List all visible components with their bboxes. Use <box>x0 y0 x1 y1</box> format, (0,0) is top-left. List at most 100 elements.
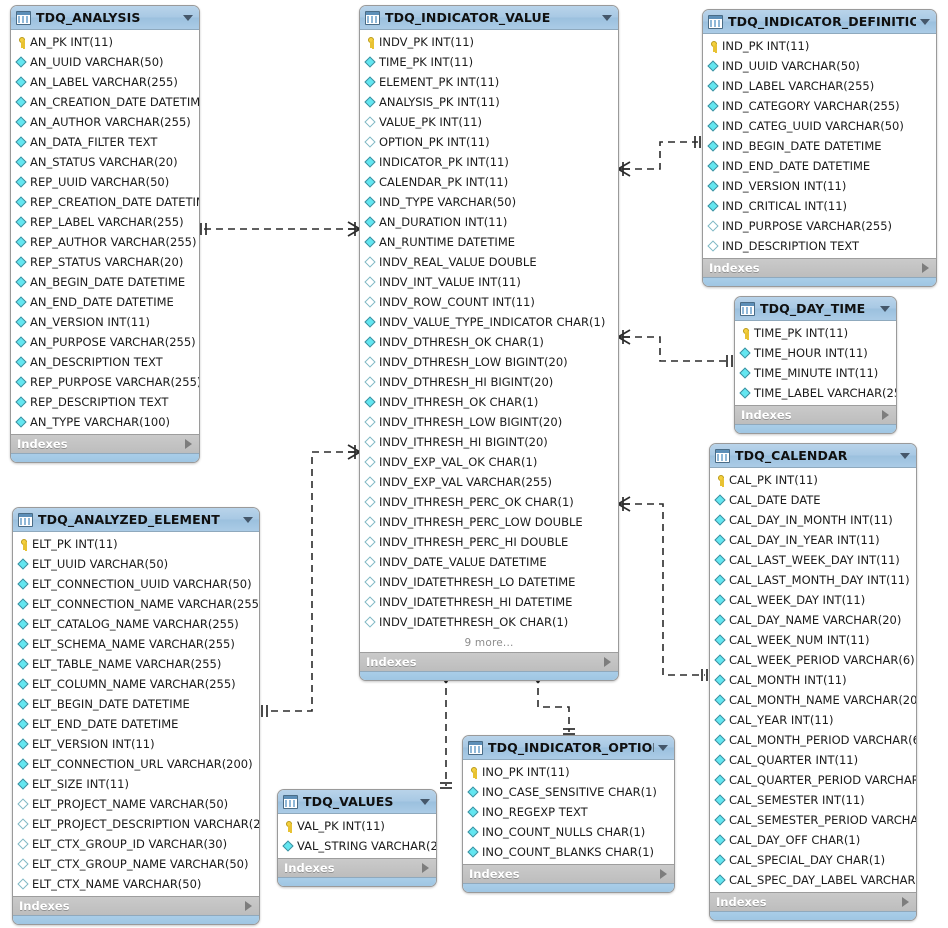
table-column-row[interactable]: INDV_ITHRESH_OK CHAR(1) <box>360 392 618 412</box>
table-column-row[interactable]: INDV_ITHRESH_LOW BIGINT(20) <box>360 412 618 432</box>
table-column-row[interactable]: INDV_DTHRESH_HI BIGINT(20) <box>360 372 618 392</box>
table-column-row[interactable]: CAL_SEMESTER_PERIOD VARCHAR(6) <box>710 810 916 830</box>
table-column-row[interactable]: AN_UUID VARCHAR(50) <box>11 52 199 72</box>
indexes-section-tdq-day-time[interactable]: Indexes <box>735 405 896 424</box>
chevron-right-icon[interactable] <box>660 869 667 879</box>
table-column-row[interactable]: INDV_ITHRESH_PERC_OK CHAR(1) <box>360 492 618 512</box>
chevron-down-icon[interactable] <box>602 14 612 21</box>
table-column-row[interactable]: CAL_SPEC_DAY_LABEL VARCHAR(50) <box>710 870 916 890</box>
table-column-row[interactable]: AN_PK INT(11) <box>11 32 199 52</box>
table-column-row[interactable]: ELT_PROJECT_NAME VARCHAR(50) <box>13 794 259 814</box>
chevron-down-icon[interactable] <box>920 18 930 25</box>
table-column-row[interactable]: IND_CATEGORY VARCHAR(255) <box>703 96 936 116</box>
table-column-row[interactable]: CAL_SEMESTER INT(11) <box>710 790 916 810</box>
table-column-row[interactable]: INDV_DTHRESH_LOW BIGINT(20) <box>360 352 618 372</box>
table-column-row[interactable]: ELT_TABLE_NAME VARCHAR(255) <box>13 654 259 674</box>
table-column-row[interactable]: VAL_PK INT(11) <box>278 816 436 836</box>
table-column-row[interactable]: CALENDAR_PK INT(11) <box>360 172 618 192</box>
table-header-tdq-values[interactable]: TDQ_VALUES <box>278 790 436 814</box>
table-column-row[interactable]: ELT_CTX_NAME VARCHAR(50) <box>13 874 259 894</box>
table-column-row[interactable]: TIME_PK INT(11) <box>735 323 896 343</box>
table-column-row[interactable]: INDV_REAL_VALUE DOUBLE <box>360 252 618 272</box>
table-column-row[interactable]: CAL_YEAR INT(11) <box>710 710 916 730</box>
chevron-right-icon[interactable] <box>922 263 929 273</box>
table-column-row[interactable]: CAL_WEEK_DAY INT(11) <box>710 590 916 610</box>
table-column-row[interactable]: INDV_DATE_VALUE DATETIME <box>360 552 618 572</box>
table-column-row[interactable]: AN_TYPE VARCHAR(100) <box>11 412 199 432</box>
table-column-row[interactable]: CAL_LAST_MONTH_DAY INT(11) <box>710 570 916 590</box>
table-header-tdq-indicator-options[interactable]: TDQ_INDICATOR_OPTIONS <box>463 736 674 760</box>
table-column-row[interactable]: IND_LABEL VARCHAR(255) <box>703 76 936 96</box>
table-column-row[interactable]: ELT_UUID VARCHAR(50) <box>13 554 259 574</box>
table-column-row[interactable]: IND_CRITICAL INT(11) <box>703 196 936 216</box>
indexes-section-tdq-analyzed-element[interactable]: Indexes <box>13 896 259 915</box>
table-column-row[interactable]: CAL_DAY_OFF CHAR(1) <box>710 830 916 850</box>
table-column-row[interactable]: INDV_VALUE_TYPE_INDICATOR CHAR(1) <box>360 312 618 332</box>
indexes-section-tdq-indicator-value[interactable]: Indexes <box>360 652 618 671</box>
table-column-row[interactable]: AN_VERSION INT(11) <box>11 312 199 332</box>
table-column-row[interactable]: AN_DURATION INT(11) <box>360 212 618 232</box>
chevron-down-icon[interactable] <box>900 452 910 459</box>
table-column-row[interactable]: INDV_PK INT(11) <box>360 32 618 52</box>
table-column-row[interactable]: ELT_BEGIN_DATE DATETIME <box>13 694 259 714</box>
table-column-row[interactable]: ELT_CTX_GROUP_ID VARCHAR(30) <box>13 834 259 854</box>
table-column-row[interactable]: AN_DESCRIPTION TEXT <box>11 352 199 372</box>
table-column-row[interactable]: REP_UUID VARCHAR(50) <box>11 172 199 192</box>
table-column-row[interactable]: CAL_WEEK_PERIOD VARCHAR(6) <box>710 650 916 670</box>
table-column-row[interactable]: INO_COUNT_NULLS CHAR(1) <box>463 822 674 842</box>
chevron-right-icon[interactable] <box>902 897 909 907</box>
table-column-row[interactable]: CAL_QUARTER INT(11) <box>710 750 916 770</box>
table-column-row[interactable]: IND_DESCRIPTION TEXT <box>703 236 936 256</box>
table-column-row[interactable]: ELT_CONNECTION_NAME VARCHAR(255) <box>13 594 259 614</box>
table-column-row[interactable]: CAL_DATE DATE <box>710 490 916 510</box>
table-column-row[interactable]: ELT_CONNECTION_URL VARCHAR(200) <box>13 754 259 774</box>
table-column-row[interactable]: INO_PK INT(11) <box>463 762 674 782</box>
table-column-row[interactable]: INDV_IDATETHRESH_OK CHAR(1) <box>360 612 618 632</box>
table-column-row[interactable]: INDV_ITHRESH_HI BIGINT(20) <box>360 432 618 452</box>
table-header-tdq-day-time[interactable]: TDQ_DAY_TIME <box>735 297 896 321</box>
table-column-row[interactable]: CAL_DAY_IN_YEAR INT(11) <box>710 530 916 550</box>
table-column-row[interactable]: CAL_SPECIAL_DAY CHAR(1) <box>710 850 916 870</box>
table-header-tdq-calendar[interactable]: TDQ_CALENDAR <box>710 444 916 468</box>
table-column-row[interactable]: ELT_END_DATE DATETIME <box>13 714 259 734</box>
table-column-row[interactable]: AN_END_DATE DATETIME <box>11 292 199 312</box>
table-column-row[interactable]: IND_CATEG_UUID VARCHAR(50) <box>703 116 936 136</box>
table-column-row[interactable]: INDV_ITHRESH_PERC_LOW DOUBLE <box>360 512 618 532</box>
table-column-row[interactable]: TIME_MINUTE INT(11) <box>735 363 896 383</box>
table-column-row[interactable]: REP_AUTHOR VARCHAR(255) <box>11 232 199 252</box>
table-column-row[interactable]: INDV_EXP_VAL_OK CHAR(1) <box>360 452 618 472</box>
table-column-row[interactable]: INDV_INT_VALUE INT(11) <box>360 272 618 292</box>
table-column-row[interactable]: INO_CASE_SENSITIVE CHAR(1) <box>463 782 674 802</box>
table-column-row[interactable]: IND_UUID VARCHAR(50) <box>703 56 936 76</box>
chevron-down-icon[interactable] <box>183 14 193 21</box>
chevron-right-icon[interactable] <box>245 901 252 911</box>
chevron-right-icon[interactable] <box>185 439 192 449</box>
table-column-row[interactable]: ELEMENT_PK INT(11) <box>360 72 618 92</box>
table-header-tdq-indicator-value[interactable]: TDQ_INDICATOR_VALUE <box>360 6 618 30</box>
table-column-row[interactable]: AN_LABEL VARCHAR(255) <box>11 72 199 92</box>
table-column-row[interactable]: OPTION_PK INT(11) <box>360 132 618 152</box>
chevron-right-icon[interactable] <box>882 410 889 420</box>
table-column-row[interactable]: ELT_CTX_GROUP_NAME VARCHAR(50) <box>13 854 259 874</box>
table-column-row[interactable]: IND_END_DATE DATETIME <box>703 156 936 176</box>
chevron-down-icon[interactable] <box>658 744 668 751</box>
indexes-section-tdq-calendar[interactable]: Indexes <box>710 892 916 911</box>
table-column-row[interactable]: TIME_PK INT(11) <box>360 52 618 72</box>
chevron-right-icon[interactable] <box>604 657 611 667</box>
table-column-row[interactable]: CAL_DAY_IN_MONTH INT(11) <box>710 510 916 530</box>
more-columns-label[interactable]: 9 more... <box>464 637 514 649</box>
table-column-row[interactable]: CAL_MONTH_NAME VARCHAR(20) <box>710 690 916 710</box>
table-column-row[interactable]: ELT_SIZE INT(11) <box>13 774 259 794</box>
table-column-row[interactable]: ELT_PROJECT_DESCRIPTION VARCHAR(200) <box>13 814 259 834</box>
table-column-row[interactable]: AN_AUTHOR VARCHAR(255) <box>11 112 199 132</box>
table-column-row[interactable]: IND_TYPE VARCHAR(50) <box>360 192 618 212</box>
table-column-row[interactable]: AN_CREATION_DATE DATETIME <box>11 92 199 112</box>
table-column-row[interactable]: REP_PURPOSE VARCHAR(255) <box>11 372 199 392</box>
table-column-row[interactable]: INO_REGEXP TEXT <box>463 802 674 822</box>
table-column-row[interactable]: CAL_DAY_NAME VARCHAR(20) <box>710 610 916 630</box>
table-column-row[interactable]: REP_CREATION_DATE DATETIME <box>11 192 199 212</box>
